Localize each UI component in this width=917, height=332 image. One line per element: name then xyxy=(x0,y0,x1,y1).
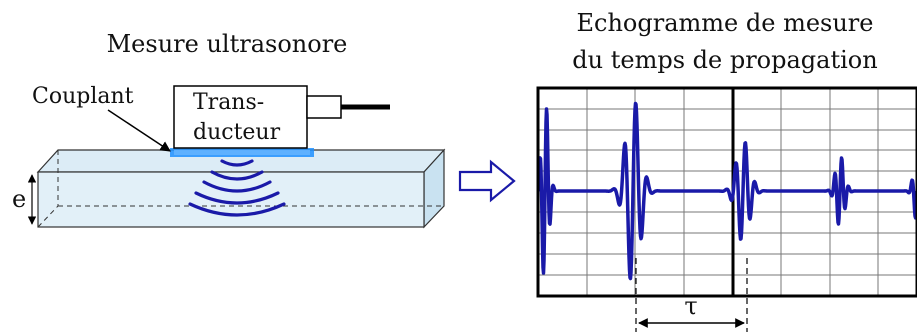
transducer: Trans- ducteur xyxy=(173,85,390,149)
tau-label: τ xyxy=(684,292,697,320)
thickness-dimension: e xyxy=(12,174,37,225)
couplant-label: Couplant xyxy=(32,84,134,109)
transducer-label-line1: Trans- xyxy=(193,90,264,115)
right-title-line2: du temps de propagation xyxy=(572,46,877,74)
echo-signal-trace xyxy=(538,101,917,281)
ultrasound-waves-icon xyxy=(188,159,286,217)
couplant-pointer xyxy=(107,109,171,152)
left-title: Mesure ultrasonore xyxy=(107,30,348,58)
right-title-line1: Echogramme de mesure xyxy=(577,9,874,37)
oscilloscope-screen xyxy=(536,86,917,298)
transducer-label-line2: ducteur xyxy=(193,120,281,145)
propagation-time-dimension: τ xyxy=(635,258,748,332)
test-block xyxy=(36,148,446,229)
hollow-right-arrow-icon xyxy=(458,159,516,203)
thickness-label: e xyxy=(12,185,26,213)
